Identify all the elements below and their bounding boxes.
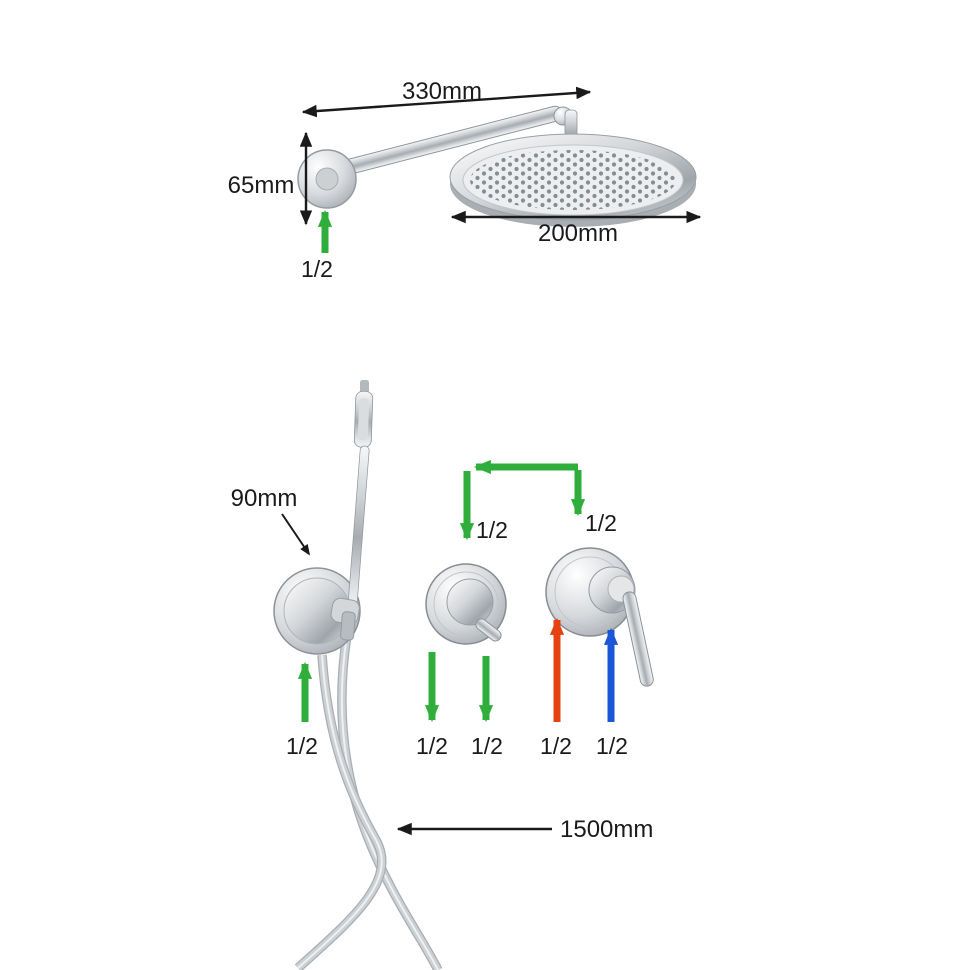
holder-pointer-arrow xyxy=(281,513,311,556)
hot-inlet-label: 1/2 xyxy=(540,733,572,759)
dimension-label-65mm: 65mm xyxy=(228,172,295,199)
dimension-label-1500mm: 1500mm xyxy=(560,816,653,843)
holder-inlet-label: 1/2 xyxy=(286,733,318,759)
top-connection-label-right: 1/2 xyxy=(585,510,617,536)
hand-shower-wand xyxy=(347,380,374,614)
valve-1-knob xyxy=(475,618,502,642)
wall-flange xyxy=(297,149,357,209)
dimension-label-200mm: 200mm xyxy=(538,220,618,247)
wand-holder xyxy=(273,567,361,655)
valve1-outlet-label-left: 1/2 xyxy=(416,733,448,759)
connection-arrows xyxy=(297,459,619,723)
rain-shower-head xyxy=(449,133,697,227)
dimensions-top: 330mm 65mm 200mm 1/2 xyxy=(228,78,702,282)
dimension-label-330mm: 330mm xyxy=(402,78,482,105)
shower-hose xyxy=(294,617,443,970)
mixer-valve-1 xyxy=(425,563,507,645)
top-connection-label-left: 1/2 xyxy=(476,517,508,543)
cold-inlet-label: 1/2 xyxy=(596,733,628,759)
inlet-label-top: 1/2 xyxy=(301,256,333,282)
overhead-shower-unit xyxy=(297,105,697,227)
dimensions-bottom: 90mm 1/2 1/2 1/2 1/2 1/2 1/2 1/2 1500mm xyxy=(231,485,654,843)
valve-2-lever xyxy=(622,591,654,687)
valve1-outlet-label-right: 1/2 xyxy=(471,733,503,759)
hand-shower-unit: 90mm 1/2 1/2 1/2 1/2 1/2 1/2 1/2 1500mm xyxy=(231,380,654,970)
mixer-valve-2 xyxy=(545,547,654,687)
dimension-arrow-330mm xyxy=(301,86,592,118)
dimension-label-90mm: 90mm xyxy=(231,485,298,512)
nozzle-face xyxy=(470,150,676,210)
hose-nut xyxy=(340,611,356,641)
